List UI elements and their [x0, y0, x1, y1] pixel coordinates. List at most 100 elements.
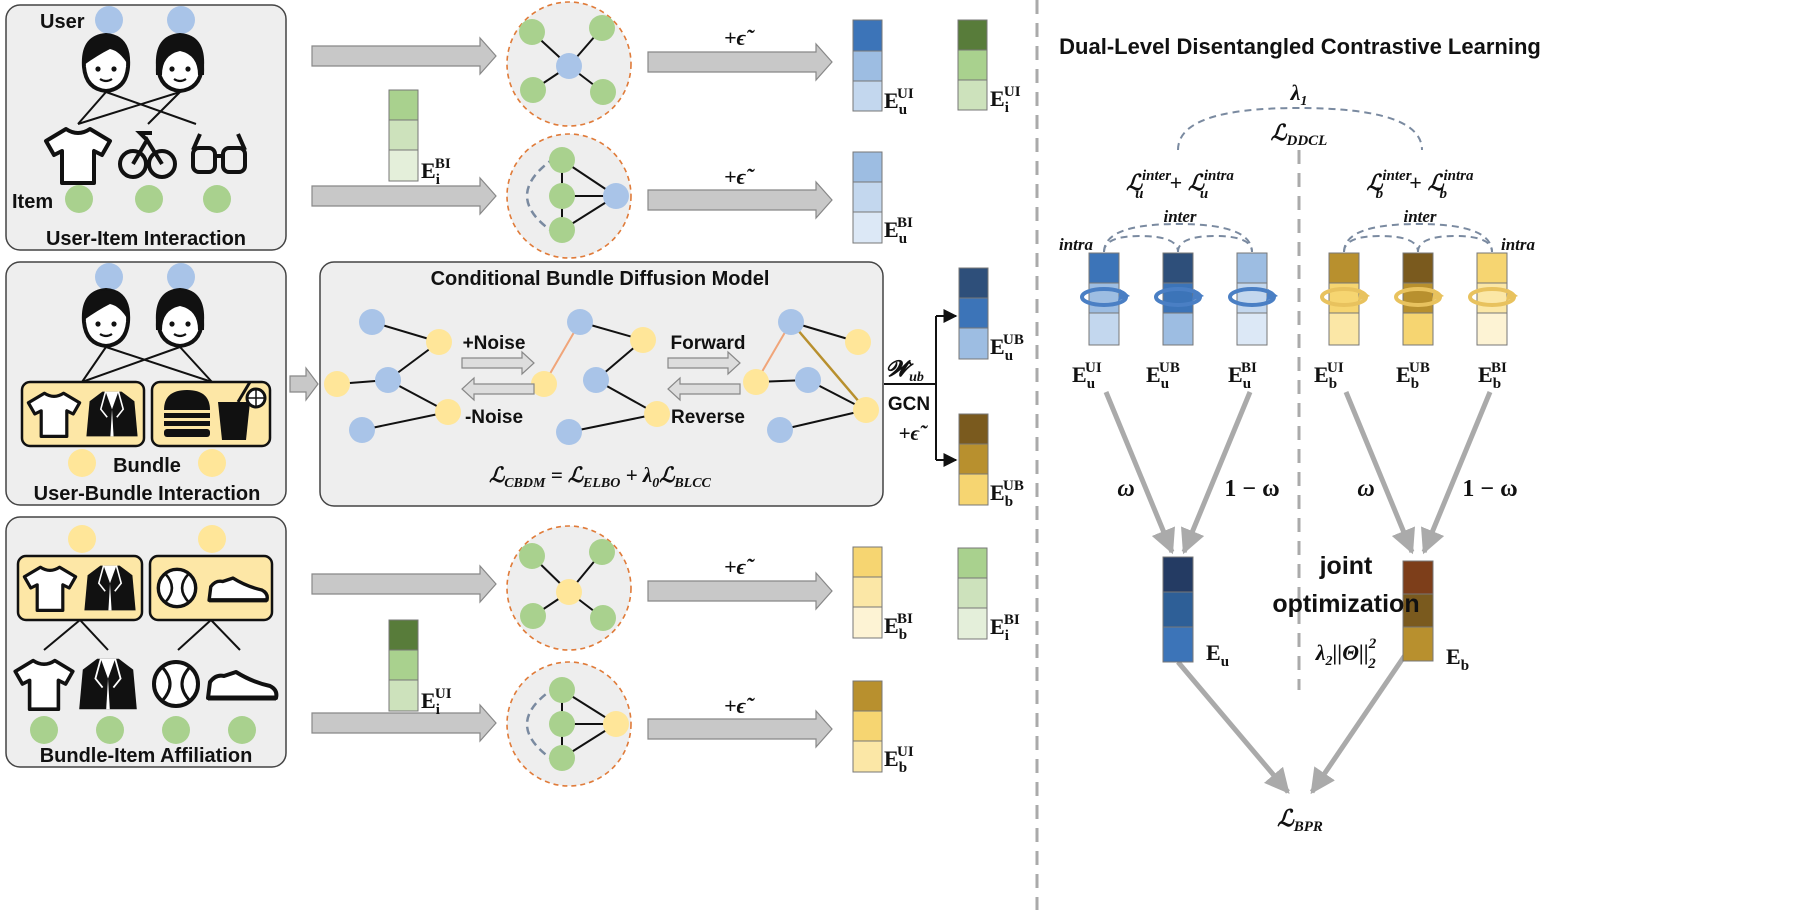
- user-icon: [81, 288, 131, 348]
- user-icon: [153, 33, 207, 93]
- forward-arrow: [461, 350, 535, 376]
- one-minus-omega-label: 1 − ω: [1224, 476, 1279, 502]
- one-minus-omega-label: 1 − ω: [1462, 476, 1517, 502]
- user-node: [556, 53, 582, 79]
- user-node: [583, 367, 609, 393]
- emb-label-i-bi-2: EiBI: [990, 612, 1020, 644]
- omega-label: ω: [1357, 476, 1374, 502]
- ddcl-section: Dual-Level Disentangled Contrastive Lear…: [1059, 34, 1541, 835]
- graph-user-item-bi: [506, 133, 632, 259]
- emb-label-b-ub: EbUB: [990, 478, 1024, 510]
- bundle-node: [531, 371, 557, 397]
- user-node: [603, 183, 629, 209]
- plus-noise-label: +Noise: [463, 333, 526, 354]
- flow-arrows: [289, 36, 833, 749]
- user-node: [767, 417, 793, 443]
- adjacency-label: 𝓦̂ub: [886, 356, 924, 385]
- emb-label-u-ui-r: EuUI: [1072, 360, 1102, 392]
- bicycle-icon: [118, 131, 177, 179]
- emb-label-b-ui: EbUI: [884, 744, 914, 776]
- bundle-node: [324, 371, 350, 397]
- emb-label-eu: Eu: [1206, 640, 1229, 670]
- emb-label-b-ub-r: EbUB: [1396, 360, 1430, 392]
- user-node: [556, 419, 582, 445]
- panel-user-item: User Item User-Item Interaction: [5, 4, 287, 251]
- item-node: [520, 77, 546, 103]
- embeddings-middle: [388, 19, 989, 773]
- item-label: Item: [12, 191, 53, 213]
- user-node: [167, 263, 195, 291]
- noise-label: +ϵ̃: [724, 25, 755, 50]
- ddcl-link: [1177, 106, 1423, 151]
- ball-icon: [152, 660, 200, 708]
- user-node: [167, 6, 195, 34]
- item-node: [549, 745, 575, 771]
- bundle-node: [426, 329, 452, 355]
- user-node: [349, 417, 375, 443]
- reverse-arrow: [667, 376, 741, 402]
- item-node: [96, 716, 124, 744]
- bundle-node: [198, 525, 226, 553]
- omega-label: ω: [1117, 476, 1134, 502]
- emb-label-b-bi-r: EbBI: [1478, 360, 1507, 392]
- item-node: [549, 217, 575, 243]
- flow-arrow: [311, 703, 497, 743]
- intra-label: intra: [1501, 235, 1536, 254]
- bundle-node: [68, 525, 96, 553]
- item-node: [162, 716, 190, 744]
- user-node: [95, 6, 123, 34]
- flow-arrow: [311, 564, 497, 604]
- flow-arrow: [311, 176, 497, 216]
- item-node: [589, 15, 615, 41]
- user-node: [778, 309, 804, 335]
- gcn-branch: 𝓦̂ub GCN +ϵ̃: [884, 309, 958, 467]
- inter-label: inter: [1163, 207, 1196, 226]
- user-node: [359, 309, 385, 335]
- ball-icon: [156, 567, 198, 609]
- emb-label-i-ui: EiUI: [990, 84, 1021, 116]
- noise-label: +ϵ̃: [724, 693, 755, 718]
- joint-label: joint: [1319, 552, 1373, 580]
- item-node: [549, 711, 575, 737]
- item-node: [228, 716, 256, 744]
- emb-label-i-bi: EiBI: [421, 156, 451, 188]
- emb-label-u-bi-r: EuBI: [1228, 360, 1257, 392]
- panel-title: User-Bundle Interaction: [34, 483, 261, 505]
- item-node: [549, 677, 575, 703]
- cbdm-loss: ℒCBDM = ℒELBO + λ0ℒBLCC: [489, 463, 711, 491]
- emb-label-eb: Eb: [1446, 644, 1469, 674]
- item-node: [590, 79, 616, 105]
- item-node: [203, 185, 231, 213]
- drink-icon: [218, 381, 267, 440]
- flow-arrow: [647, 571, 833, 611]
- bundle-node: [435, 399, 461, 425]
- reverse-label: Reverse: [671, 407, 745, 428]
- flow-arrow: [647, 180, 833, 220]
- ddcl-title: Dual-Level Disentangled Contrastive Lear…: [1059, 34, 1541, 59]
- bundle-node: [845, 329, 871, 355]
- flow-arrow: [647, 709, 833, 749]
- panel-title: User-Item Interaction: [46, 228, 246, 250]
- flow-arrow: [311, 36, 497, 76]
- panel-title: Bundle-Item Affiliation: [40, 745, 253, 767]
- item-node: [519, 543, 545, 569]
- ddcl-loss: ℒDDCL: [1271, 120, 1328, 149]
- emb-label-u-bi: EuBI: [884, 215, 913, 247]
- inter-label: inter: [1403, 207, 1436, 226]
- emb-label-u-ub-r: EuUB: [1146, 360, 1180, 392]
- item-node: [589, 539, 615, 565]
- cbdm-title: Conditional Bundle Diffusion Model: [431, 268, 770, 290]
- user-node: [567, 309, 593, 335]
- bundle-node: [198, 449, 226, 477]
- optimization-label: optimization: [1272, 590, 1419, 618]
- suit-icon: [85, 390, 139, 438]
- graph-bundle-item: [506, 525, 632, 651]
- item-node: [590, 605, 616, 631]
- item-node: [135, 185, 163, 213]
- user-label: User: [40, 11, 85, 33]
